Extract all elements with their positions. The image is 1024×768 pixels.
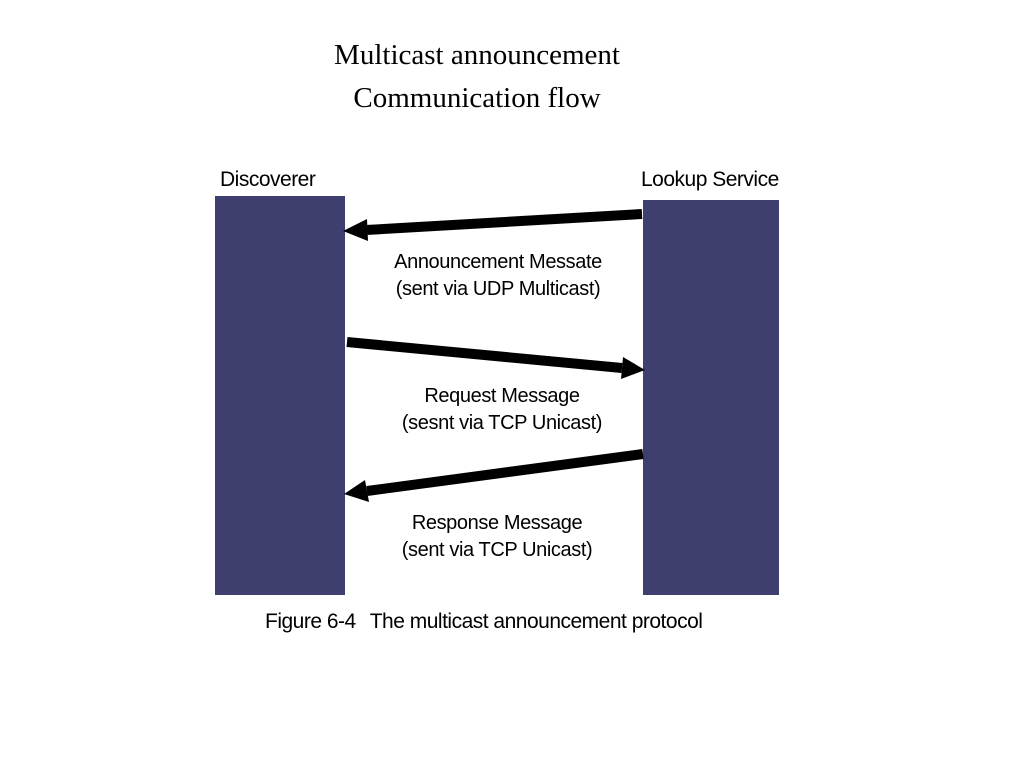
request-message-label: Request Message (sesnt via TCP Unicast)	[396, 383, 608, 437]
figure-caption-text: The multicast announcement protocol	[369, 610, 703, 633]
announcement-arrow	[343, 209, 643, 241]
participant-label-discoverer: Discoverer	[220, 168, 316, 191]
request-message-name: Request Message	[424, 385, 580, 407]
response-message-name: Response Message	[411, 512, 583, 534]
slide-title-line-1: Multicast announcement	[334, 39, 620, 71]
response-message-label: Response Message (sent via TCP Unicast)	[396, 510, 598, 564]
participant-label-lookup-service: Lookup Service	[641, 168, 779, 191]
request-message-transport: (sesnt via TCP Unicast)	[401, 412, 603, 434]
announcement-message-name: Announcement Messate	[394, 251, 602, 273]
lookup-service-lifeline	[643, 200, 779, 595]
figure-caption: Figure 6-4 The multicast announcement pro…	[265, 610, 703, 634]
slide-title: Multicast announcement Communication flo…	[0, 34, 954, 120]
response-arrow	[344, 449, 644, 502]
request-arrow	[346, 337, 645, 379]
figure-number: Figure 6-4	[265, 610, 356, 633]
announcement-message-label: Announcement Messate (sent via UDP Multi…	[390, 249, 606, 303]
response-message-transport: (sent via TCP Unicast)	[401, 539, 593, 561]
discoverer-lifeline	[215, 196, 345, 595]
announcement-message-transport: (sent via UDP Multicast)	[395, 278, 601, 300]
slide-title-line-2: Communication flow	[353, 82, 601, 114]
